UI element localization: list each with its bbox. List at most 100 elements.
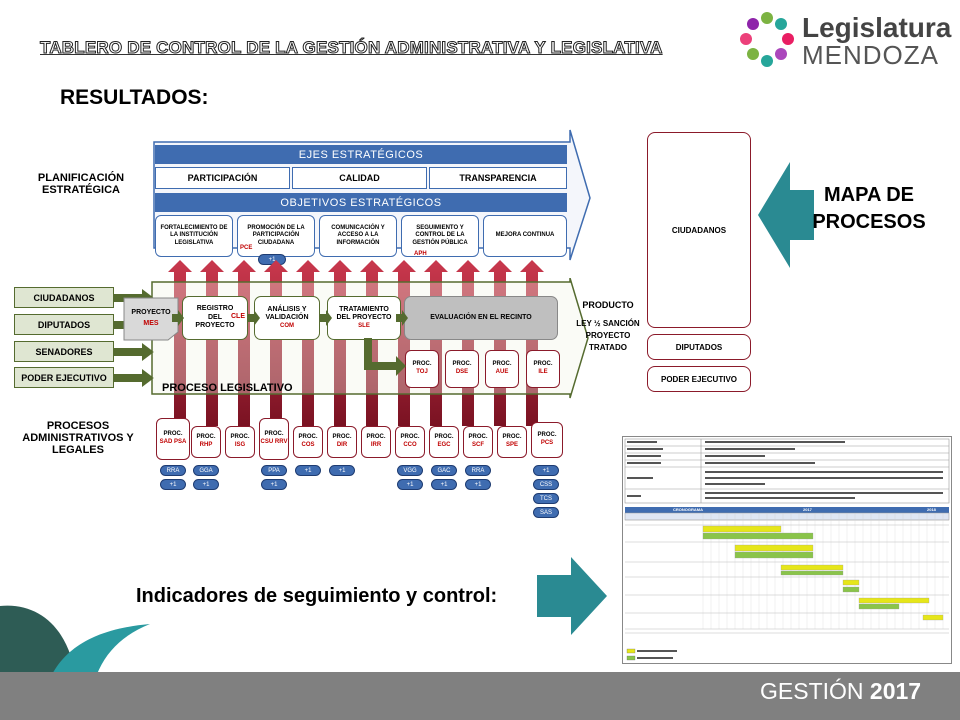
step-analisis[interactable]: ANÁLISIS Y VALIDACIÓN COM <box>254 296 320 340</box>
objetivo-label: COMUNICACIÓN Y ACCESO A LA INFORMACIÓN <box>331 224 385 246</box>
indicators-arrow-icon <box>537 557 607 635</box>
proc-code: CSU RRV <box>260 439 288 445</box>
footer-year: 2017 <box>869 678 922 704</box>
gantt-grid-icon <box>624 438 950 661</box>
badge-gac[interactable]: GAC <box>431 465 457 476</box>
badge-plus-3[interactable]: +1 <box>261 479 287 490</box>
gantt-header: CRONOGRAMA <box>673 507 703 512</box>
proc-label: PROC. <box>434 434 454 441</box>
proc-code: CCO <box>403 442 417 448</box>
admin-proc-spe[interactable]: PROC.SPE <box>497 426 527 458</box>
badge-ppa[interactable]: PPA <box>261 465 287 476</box>
step-arrows-icon <box>172 310 408 326</box>
badge-tcs[interactable]: TCS <box>533 493 559 504</box>
badge-plus-1[interactable]: +1 <box>160 479 186 490</box>
badge-css[interactable]: CSS <box>533 479 559 490</box>
indicators-label: Indicadores de seguimiento y control: <box>136 585 498 607</box>
admin-proc-scf[interactable]: PROC.SCF <box>463 426 493 458</box>
footer-label: GESTIÓN 2017 <box>760 678 921 705</box>
badge-rra-1[interactable]: RRA <box>160 465 186 476</box>
badge-plus-5[interactable]: +1 <box>329 465 355 476</box>
proc-code: DIR <box>336 442 348 448</box>
actor-diputados[interactable]: DIPUTADOS <box>14 314 114 335</box>
objetivo-label: MEJORA CONTINUA <box>495 232 555 239</box>
step-label: ANÁLISIS Y VALIDACIÓN <box>265 305 309 322</box>
page-title: TABLERO DE CONTROL DE LA GESTIÓN ADMINIS… <box>40 38 663 58</box>
objetivo-mejora[interactable]: MEJORA CONTINUA <box>483 215 567 257</box>
mapa-arrow-icon <box>758 162 814 268</box>
admin-proc-csu[interactable]: PROC.CSU RRV <box>259 418 289 460</box>
badge-vgg[interactable]: VGG <box>397 465 423 476</box>
proc-label: PROC. <box>468 434 488 441</box>
eje-calidad[interactable]: CALIDAD <box>292 167 427 189</box>
right-diputados[interactable]: DIPUTADOS <box>647 334 751 360</box>
admin-proc-egc[interactable]: PROC.EGC <box>429 426 459 458</box>
tratamiento-code: SLE <box>358 323 370 329</box>
proc-label: PROC. <box>298 434 318 441</box>
ejes-header: EJES ESTRATÉGICOS <box>155 145 567 164</box>
sub-proc-ile[interactable]: PROC. ILE <box>526 350 560 388</box>
badge-plus-7[interactable]: +1 <box>431 479 457 490</box>
mapa-procesos-label: MAPA DE PROCESOS <box>812 184 926 233</box>
objetivo-fortalecimiento[interactable]: FORTALECIMIENTO DE LA INSTITUCIÓN LEGISL… <box>155 215 233 257</box>
eje-participacion[interactable]: PARTICIPACIÓN <box>155 167 290 189</box>
proc-code: SCF <box>472 442 484 448</box>
gantt-chart[interactable]: CRONOGRAMA 2017 2018 <box>622 436 952 664</box>
badge-sas[interactable]: SAS <box>533 507 559 518</box>
gantt-year1: 2017 <box>803 507 812 512</box>
objetivo-code-aph: APH <box>414 251 427 257</box>
eje-transparencia[interactable]: TRANSPARENCIA <box>429 167 567 189</box>
objetivo-label: SEGUIMIENTO Y CONTROL DE LA GESTIÓN PÚBL… <box>412 224 468 246</box>
procesos-admin-label: PROCESOS ADMINISTRATIVOS Y LEGALES <box>22 420 134 456</box>
admin-proc-isg[interactable]: PROC.ISG <box>225 426 255 458</box>
objetivo-seguimiento[interactable]: SEGUIMIENTO Y CONTROL DE LA GESTIÓN PÚBL… <box>401 215 479 257</box>
badge-plus-6[interactable]: +1 <box>397 479 423 490</box>
badge-plus-8[interactable]: +1 <box>465 479 491 490</box>
planificacion-label: PLANIFICACIÓN ESTRATÉGICA <box>37 172 125 196</box>
right-poder-ejecutivo[interactable]: PODER EJECUTIVO <box>647 366 751 392</box>
proc-code: PCS <box>540 440 554 446</box>
footer-gestion: GESTIÓN <box>760 678 864 704</box>
badge-plus-4[interactable]: +1 <box>295 465 321 476</box>
analisis-code: COM <box>280 323 294 329</box>
proc-label: PROC. <box>533 361 553 368</box>
proyecto-label: PROYECTO <box>131 309 171 316</box>
step-label: REGISTRO DEL PROYECTO <box>195 304 235 330</box>
sub-proc-aue[interactable]: PROC. AUE <box>485 350 519 388</box>
proc-label: PROC. <box>452 361 472 368</box>
step-registro[interactable]: REGISTRO DEL PROYECTO <box>182 296 248 340</box>
registro-code: CLE <box>231 313 245 320</box>
admin-proc-rhp[interactable]: PROC.RHP <box>191 426 221 458</box>
sub-proc-dse[interactable]: PROC. DSE <box>445 350 479 388</box>
proc-code: IRR <box>370 442 382 448</box>
admin-proc-sad[interactable]: PROC.SAD PSA <box>156 418 190 460</box>
results-label: RESULTADOS: <box>60 86 209 109</box>
legislatura-logo-icon <box>740 12 794 67</box>
actor-poder-ejecutivo[interactable]: PODER EJECUTIVO <box>14 367 114 388</box>
step-tratamiento[interactable]: TRATAMIENTO DEL PROYECTO SLE <box>327 296 401 340</box>
proc-label: PROC. <box>196 434 216 441</box>
admin-proc-irr[interactable]: PROC.IRR <box>361 426 391 458</box>
badge-rra-2[interactable]: RRA <box>465 465 491 476</box>
admin-proc-dir[interactable]: PROC.DIR <box>327 426 357 458</box>
proyecto-code: MES <box>143 320 159 327</box>
proc-code: RHP <box>199 442 213 448</box>
actor-ciudadanos[interactable]: CIUDADANOS <box>14 287 114 308</box>
logo-line2: MENDOZA <box>802 40 939 70</box>
badge-gga[interactable]: GGA <box>193 465 219 476</box>
badge-plus-9[interactable]: +1 <box>533 465 559 476</box>
sub-proc-toj[interactable]: PROC. TOJ <box>405 350 439 388</box>
actor-senadores[interactable]: SENADORES <box>14 341 114 362</box>
admin-proc-cco[interactable]: PROC.CCO <box>395 426 425 458</box>
step-evaluacion[interactable]: EVALUACIÓN EN EL RECINTO <box>404 296 558 340</box>
badge-plus-2[interactable]: +1 <box>193 479 219 490</box>
step-label: EVALUACIÓN EN EL RECINTO <box>430 313 532 321</box>
admin-proc-cos[interactable]: PROC.COS <box>293 426 323 458</box>
proc-code: ISG <box>234 442 246 448</box>
logo-line1: Legislatura <box>802 12 952 43</box>
right-ciudadanos[interactable]: CIUDADANOS <box>647 132 751 328</box>
objetivo-label: FORTALECIMIENTO DE LA INSTITUCIÓN LEGISL… <box>160 224 228 246</box>
objetivos-header: OBJETIVOS ESTRATÉGICOS <box>155 193 567 212</box>
admin-proc-pcs[interactable]: PROC.PCS <box>531 422 563 458</box>
objetivo-comunicacion[interactable]: COMUNICACIÓN Y ACCESO A LA INFORMACIÓN <box>319 215 397 257</box>
